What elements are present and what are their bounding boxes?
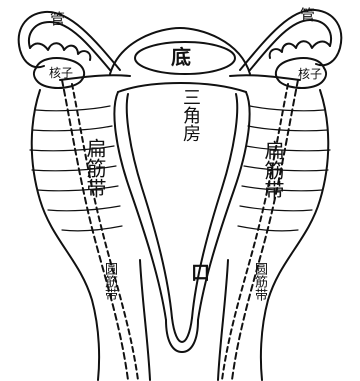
right-ovary-label: 核子: [298, 68, 322, 80]
left-ovary-label: 核子: [49, 67, 73, 79]
right-tube: [240, 10, 341, 70]
cervix-inner: [172, 318, 192, 342]
left-round-ligament-label: 圆筋带: [103, 262, 116, 301]
left-outer-contour: [32, 90, 99, 380]
os-label: 口: [191, 264, 210, 283]
right-outer-contour: [261, 90, 328, 380]
right-tube-label: 管: [300, 8, 315, 23]
right-round-ligament-label: 圆筋带: [253, 262, 266, 301]
right-round-ligament-2: [222, 84, 288, 380]
cervix-left: [166, 320, 198, 352]
vagina-right: [218, 260, 228, 380]
left-tube: [19, 12, 120, 70]
vagina-left: [140, 260, 150, 380]
right-fimbriae: [270, 41, 330, 58]
fundus-label: 底: [171, 47, 191, 67]
cavity-label: 三角房: [181, 88, 199, 142]
left-tube-label: 管: [50, 12, 65, 27]
right-broad-ligament-label: 扁筋带: [263, 140, 283, 200]
cavity-left-wall: [114, 92, 166, 320]
left-broad-ligament-label: 扁筋带: [85, 138, 105, 198]
cavity-left-wall-inner: [127, 94, 172, 318]
